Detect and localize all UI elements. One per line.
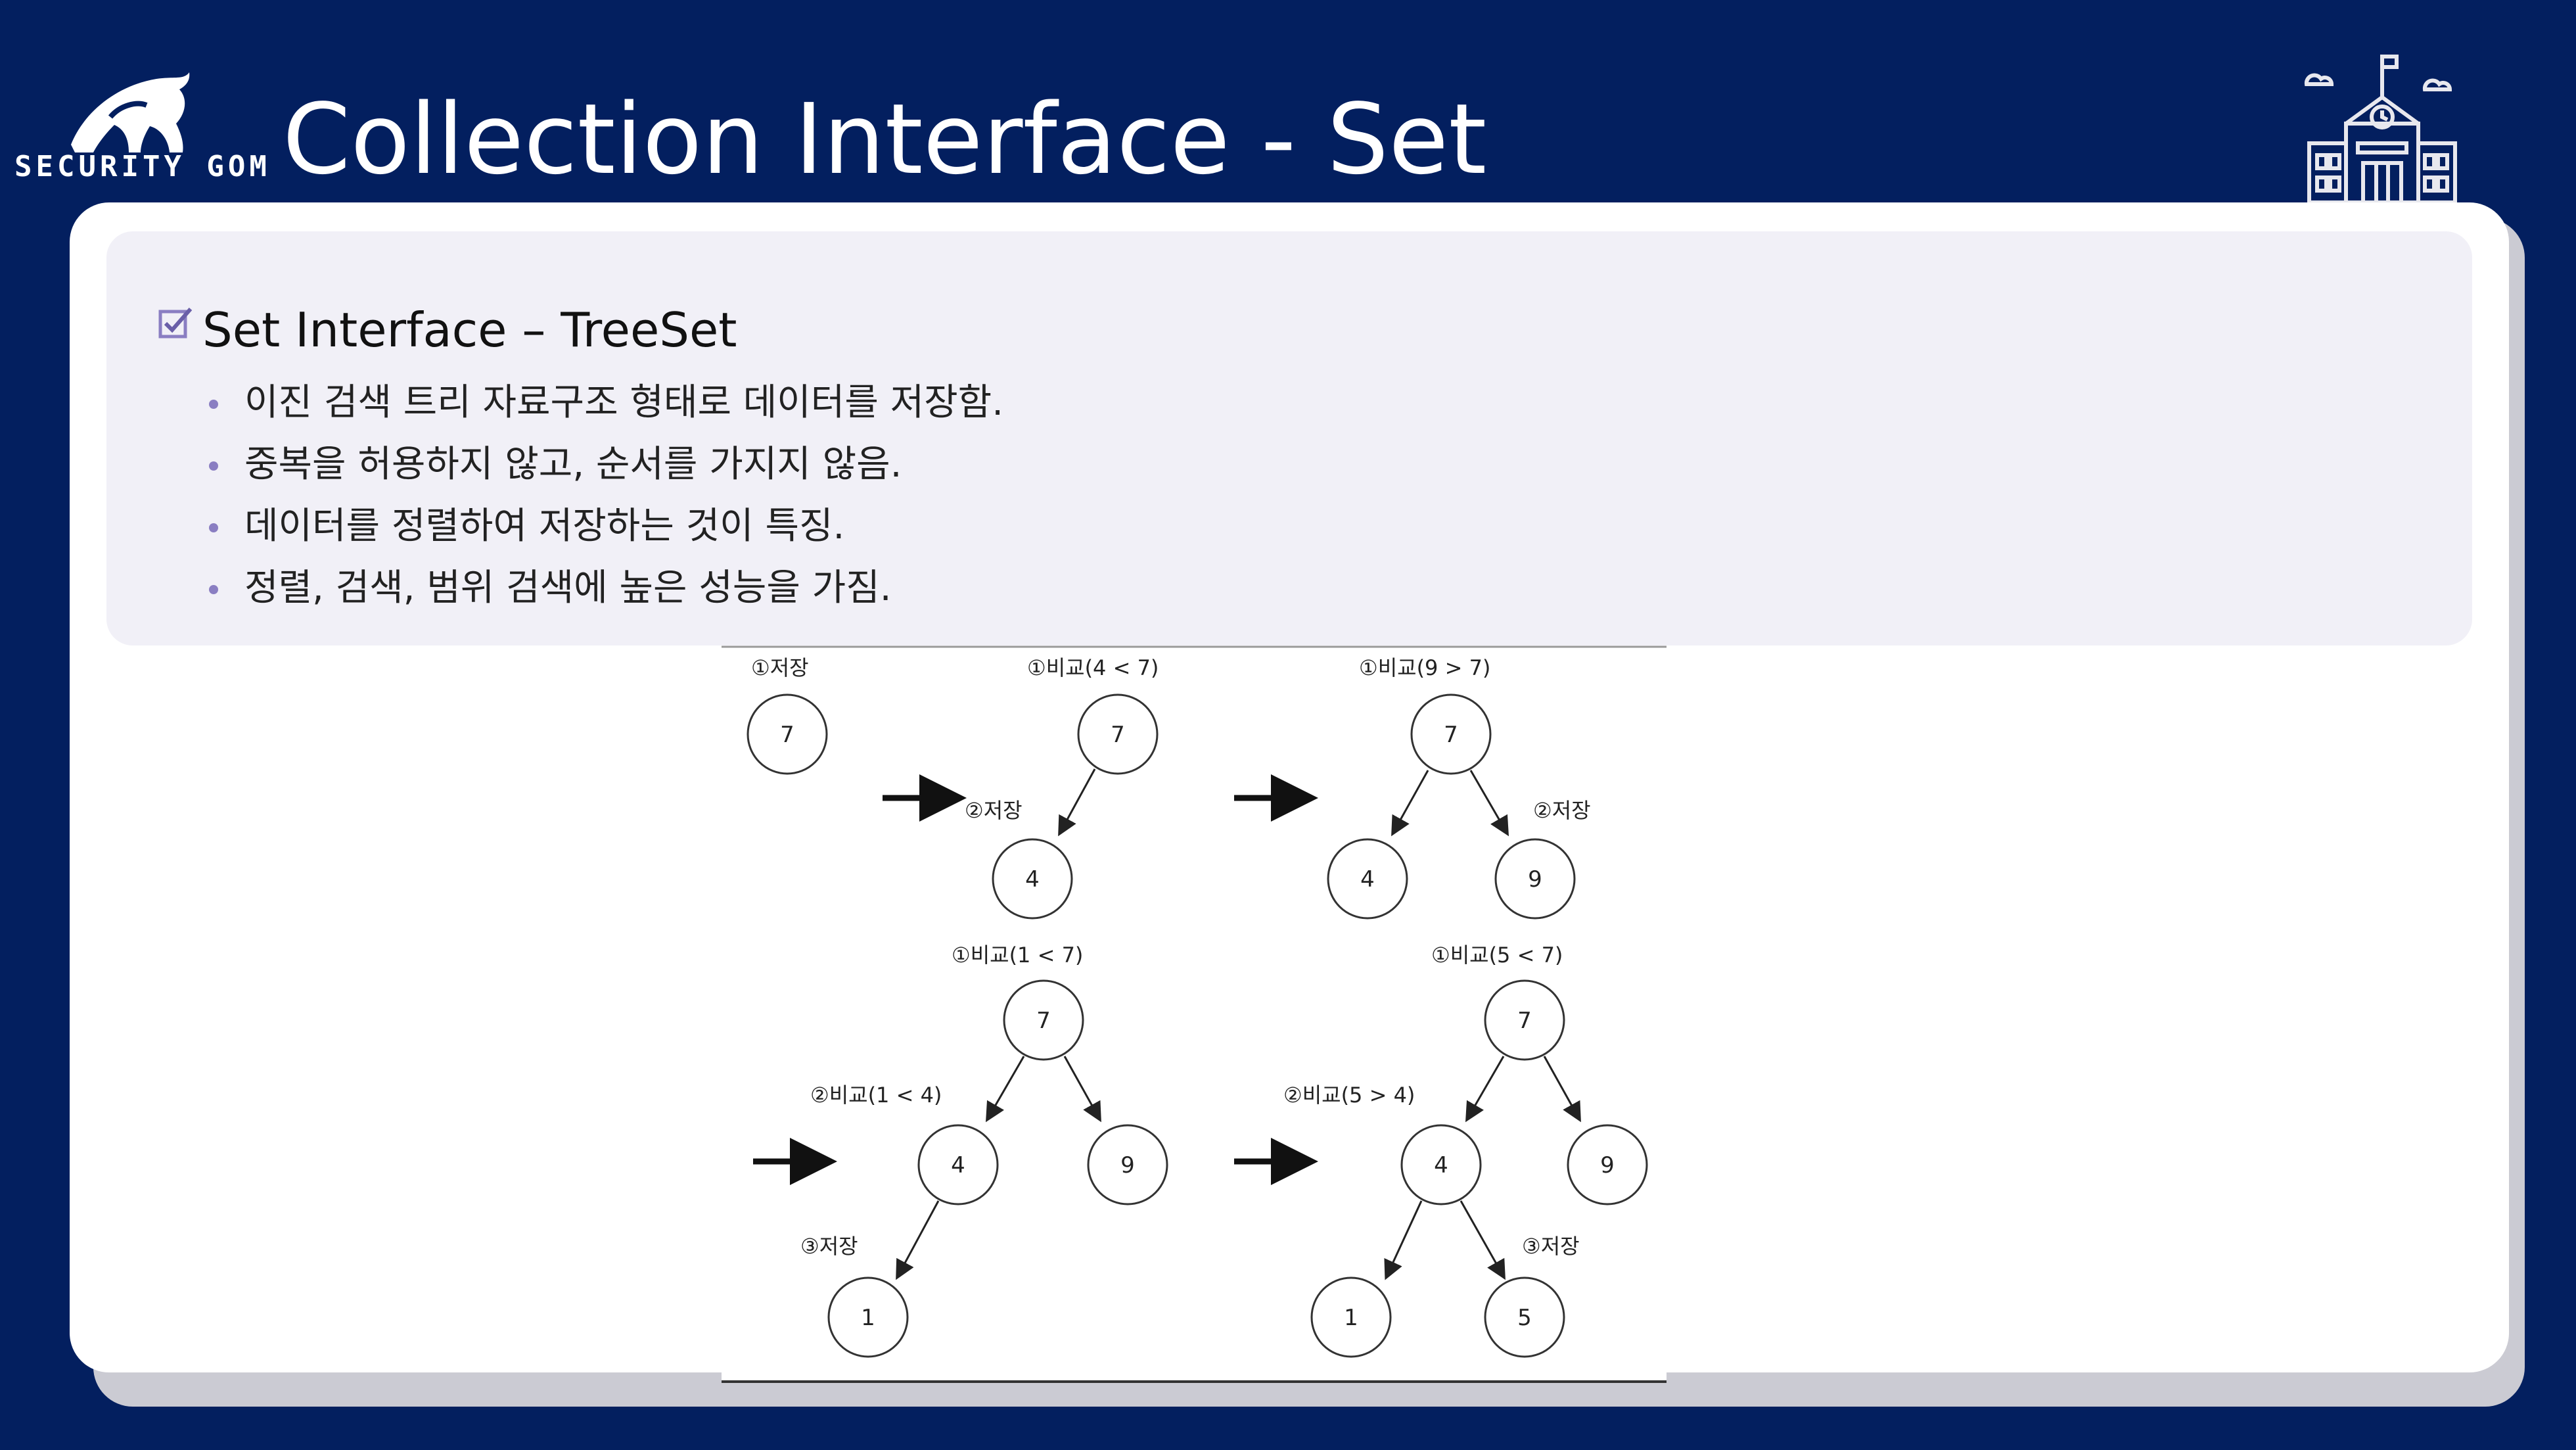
tree-node: 1 xyxy=(827,1276,909,1358)
svg-text:7: 7 xyxy=(780,722,794,748)
tree-edge xyxy=(1543,1056,1581,1123)
text-panel xyxy=(106,231,2472,645)
svg-text:9: 9 xyxy=(1120,1152,1135,1179)
bullet-item: 이진 검색 트리 자료구조 형태로 데이터를 저장함. xyxy=(197,372,1003,434)
diagram-label: ①비교(5 < 7) xyxy=(1431,943,1563,968)
tree-node: 7 xyxy=(747,693,828,775)
tree-node: 7 xyxy=(1077,693,1159,775)
tree-node: 7 xyxy=(1484,979,1565,1061)
tree-node: 9 xyxy=(1567,1124,1648,1205)
tree-node: 4 xyxy=(1400,1124,1482,1205)
tree-edge xyxy=(985,1056,1025,1123)
logo-text: SECURITY GOM xyxy=(14,150,271,183)
bullet-dot xyxy=(209,523,218,532)
diagram-label: ②비교(5 > 4) xyxy=(1283,1083,1415,1108)
tree-edge xyxy=(1058,768,1096,837)
bullet-item: 데이터를 정렬하여 저장하는 것이 특징. xyxy=(197,496,1003,557)
page-title: Collection Interface - Set xyxy=(283,83,1487,196)
tree-node: 9 xyxy=(1087,1124,1168,1205)
diagram-label: ②비교(1 < 4) xyxy=(810,1083,942,1108)
section-heading-text: Set Interface – TreeSet xyxy=(202,302,737,358)
diagram-label: ①저장 xyxy=(751,655,809,680)
svg-text:4: 4 xyxy=(951,1152,965,1179)
treeset-diagram: ①저장 7 ①비교(4 < 7) ②저장 7 4 ①비교(9 > 7) ②저장 … xyxy=(722,645,1667,1383)
svg-text:4: 4 xyxy=(1434,1152,1448,1179)
svg-text:4: 4 xyxy=(1360,866,1375,893)
diagram-label: ②저장 xyxy=(1533,798,1591,823)
svg-text:4: 4 xyxy=(1025,866,1040,893)
svg-text:1: 1 xyxy=(1344,1305,1358,1331)
tree-edge xyxy=(1384,1200,1423,1280)
tree-node: 9 xyxy=(1494,838,1576,920)
svg-text:7: 7 xyxy=(1517,1008,1532,1034)
bullet-item: 정렬, 검색, 범위 검색에 높은 성능을 가짐. xyxy=(197,557,1003,619)
diagram-label: ①비교(9 > 7) xyxy=(1359,655,1490,680)
svg-text:9: 9 xyxy=(1528,866,1542,893)
bullet-text: 중복을 허용하지 않고, 순서를 가지지 않음. xyxy=(244,443,902,486)
school-building-icon xyxy=(2303,55,2462,210)
tree-node: 4 xyxy=(917,1124,999,1205)
diagram-label: ②저장 xyxy=(965,798,1023,823)
diagram-label: ③저장 xyxy=(1522,1234,1580,1259)
svg-text:7: 7 xyxy=(1111,722,1125,748)
svg-text:7: 7 xyxy=(1036,1008,1051,1034)
tree-node: 1 xyxy=(1310,1276,1392,1358)
svg-text:7: 7 xyxy=(1444,722,1458,748)
diagram-label: ①비교(1 < 7) xyxy=(952,943,1083,968)
bullet-text: 이진 검색 트리 자료구조 형태로 데이터를 저장함. xyxy=(244,381,1004,424)
svg-text:1: 1 xyxy=(861,1305,875,1331)
bullet-dot xyxy=(209,461,218,471)
bullet-text: 정렬, 검색, 범위 검색에 높은 성능을 가짐. xyxy=(244,567,892,609)
bullet-text: 데이터를 정렬하여 저장하는 것이 특징. xyxy=(244,505,845,548)
section-heading: Set Interface – TreeSet xyxy=(158,302,737,358)
tree-node: 7 xyxy=(1003,979,1084,1061)
bullet-dot xyxy=(209,585,218,594)
svg-text:5: 5 xyxy=(1517,1305,1532,1331)
svg-text:9: 9 xyxy=(1600,1152,1615,1179)
checkbox-icon xyxy=(158,308,193,339)
diagram-label: ③저장 xyxy=(800,1234,858,1259)
tree-edge xyxy=(1469,770,1509,837)
tree-node: 7 xyxy=(1410,693,1492,775)
bullet-item: 중복을 허용하지 않고, 순서를 가지지 않음. xyxy=(197,434,1003,496)
tree-node: 4 xyxy=(1327,838,1408,920)
tree-edge xyxy=(1391,770,1429,837)
tree-node: 4 xyxy=(992,838,1073,920)
tree-node: 5 xyxy=(1484,1276,1565,1358)
tree-edge xyxy=(896,1200,940,1280)
tree-edge xyxy=(1460,1200,1506,1280)
bullet-list: 이진 검색 트리 자료구조 형태로 데이터를 저장함. 중복을 허용하지 않고,… xyxy=(197,372,1003,619)
diagram-label: ①비교(4 < 7) xyxy=(1027,655,1159,680)
tree-edge xyxy=(1063,1056,1101,1123)
bullet-dot xyxy=(209,400,218,409)
tree-edge xyxy=(1465,1056,1505,1123)
bear-logo-icon xyxy=(71,72,190,152)
